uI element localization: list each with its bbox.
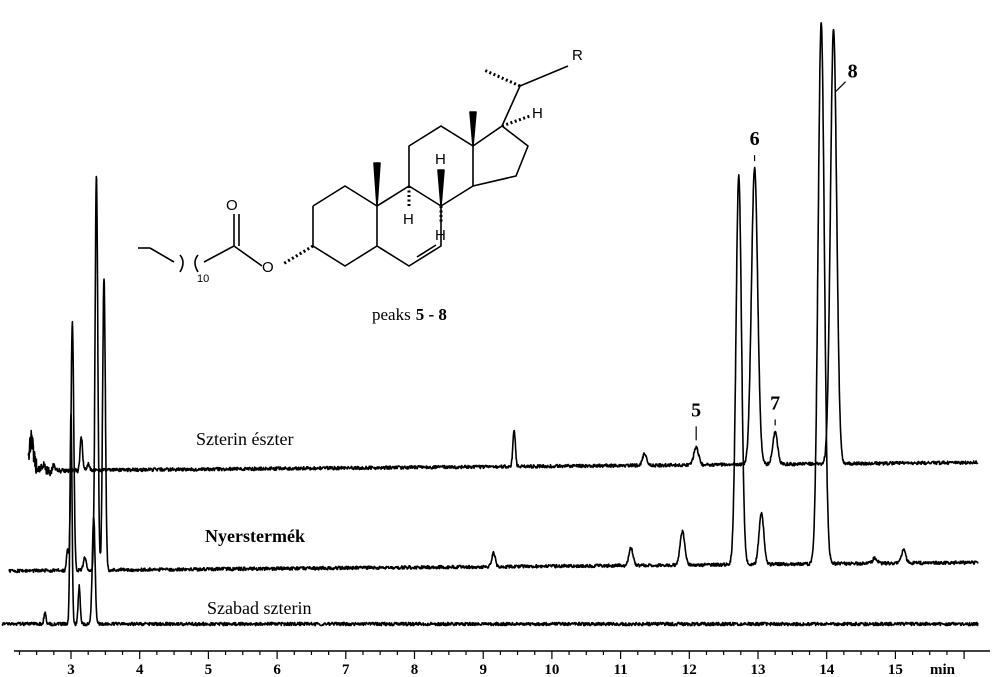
carbonyl-oxygen-label: O — [226, 197, 238, 214]
h17-bond — [501, 114, 531, 128]
x-tick-label: 15 — [888, 662, 903, 677]
chain-subscript: 10 — [197, 273, 209, 285]
caption-prefix: peaks — [372, 305, 411, 324]
trace-1 — [8, 21, 979, 574]
x-tick-label: 8 — [411, 662, 419, 677]
sterol-ester-structure — [138, 65, 569, 273]
ring-b — [376, 185, 442, 267]
x-tick-label: 10 — [544, 662, 559, 677]
peak-annotations: 5 6 7 8 — [691, 61, 858, 441]
ring-b-double-bond — [416, 244, 437, 258]
ring-a — [312, 185, 378, 267]
x-tick-label: 12 — [682, 662, 697, 677]
x-tick-label: 3 — [67, 662, 75, 677]
side-chain-r-bond — [519, 65, 569, 87]
x-axis-ticks: 3 4 5 6 7 8 9 10 11 12 13 14 15 — [18, 651, 965, 677]
structure-caption: peaks 5 - 8 — [372, 305, 447, 324]
h17-label: H — [532, 105, 543, 122]
chain-bracket-open — [194, 254, 199, 273]
trace-label-2: Szabad szterin — [207, 598, 311, 618]
o-c-bond — [233, 245, 263, 267]
trace-label-1: Nyerstermék — [205, 526, 305, 546]
c18-methyl-wedge — [469, 111, 477, 147]
x-axis-unit: min — [930, 662, 956, 677]
peak-label: 5 — [691, 399, 701, 421]
ring-c — [408, 125, 474, 207]
x-tick-label: 11 — [614, 662, 628, 677]
trace-0 — [27, 28, 979, 477]
x-tick-label: 6 — [273, 662, 281, 677]
chain-bond-2 — [149, 247, 175, 263]
structure-labels: R H H H H O O 10 peaks 5 - 8 — [197, 47, 583, 324]
side-chain-methyl-bond — [483, 68, 521, 88]
h8-label: H — [435, 151, 446, 168]
peak-leader — [835, 81, 846, 93]
h14-label: H — [435, 227, 446, 244]
c3-o-bond — [282, 244, 314, 266]
chain-bond-1 — [203, 245, 235, 263]
traces — [1, 21, 979, 627]
side-chain-bond — [501, 85, 521, 127]
x-tick-label: 7 — [342, 662, 350, 677]
x-tick-label: 14 — [819, 662, 835, 677]
ester-oxygen-label: O — [262, 259, 274, 276]
ring-d — [472, 125, 529, 187]
caption-range: 5 - 8 — [416, 305, 447, 324]
x-tick-label: 4 — [136, 662, 144, 677]
c19-methyl-wedge — [373, 162, 381, 207]
x-tick-label: 13 — [751, 662, 766, 677]
x-axis: 3 4 5 6 7 8 9 10 11 12 13 14 15 min — [14, 650, 990, 677]
r-group-label: R — [572, 47, 583, 64]
h8-wedge — [437, 169, 445, 207]
trace-label-0: Szterin észter — [196, 429, 293, 449]
peak-label: 6 — [750, 128, 760, 150]
peak-label: 7 — [770, 392, 780, 414]
chain-bracket-close — [179, 254, 184, 273]
h9-label: H — [403, 211, 414, 228]
trace-2 — [1, 413, 979, 627]
peak-label: 8 — [848, 61, 858, 83]
x-tick-label: 5 — [205, 662, 213, 677]
x-tick-label: 9 — [479, 662, 487, 677]
